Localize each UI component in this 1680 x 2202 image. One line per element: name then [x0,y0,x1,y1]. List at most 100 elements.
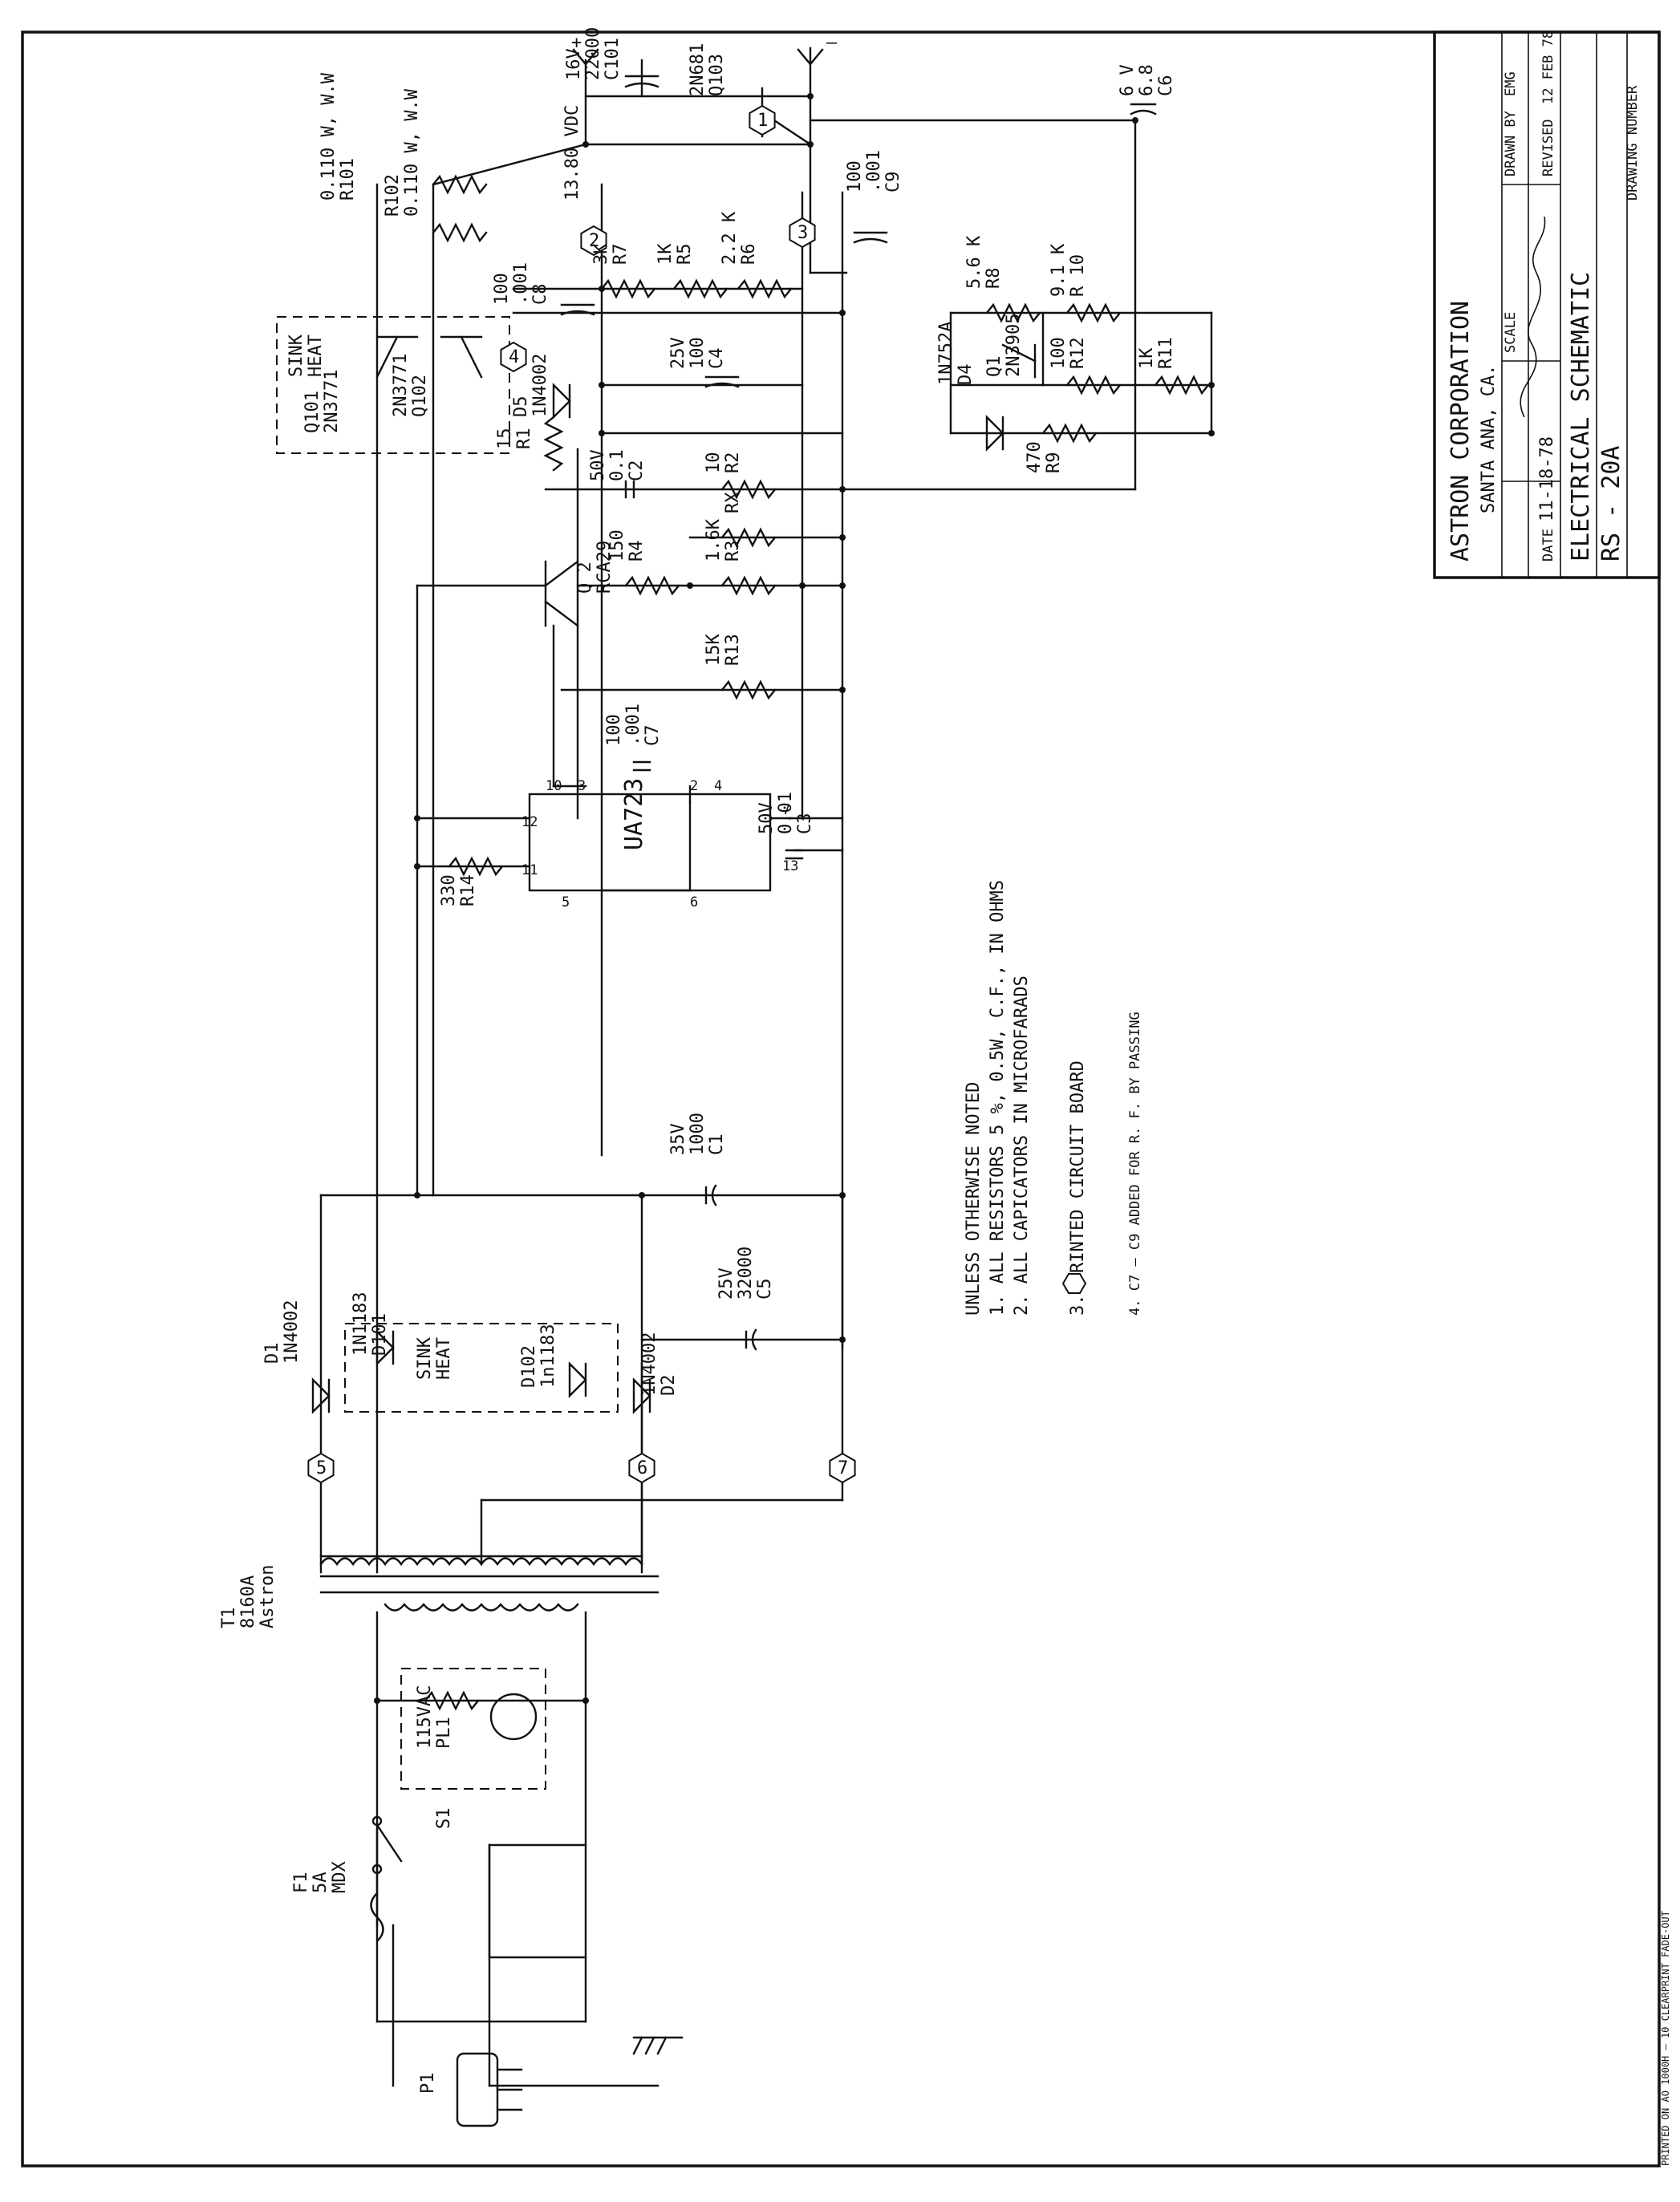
label-r102-line-1: R102 [383,174,403,217]
lamp-pl1 [489,1693,538,1741]
sheet-border [21,30,1661,2168]
label-c7-line-0: C7 [643,725,663,747]
resistor-r12 [1065,375,1122,395]
drawing-id: RS - 20A [1597,446,1625,562]
capacitor-c1 [704,1184,717,1206]
label-r1-line-0: R1 [514,428,534,450]
label-t1-line-2: T1 [219,1608,239,1629]
output-voltage: 13.80 VDC [562,105,582,201]
resistor-r5 [672,278,728,299]
junction-dots [374,93,1215,1704]
component-symbols [276,75,1210,2127]
revised-label: REVISED [1540,119,1556,176]
label-q1-line-0: 2N3905 [1004,314,1024,377]
label-r3-line-0: R3 [723,541,743,562]
label-r10: R 109.1 K [1049,243,1088,297]
label-r102-line-0: 0.110 W, W.W [402,88,422,217]
label-r6-line-0: R6 [739,244,759,266]
label-r6-line-1: 2.2 K [720,211,740,265]
label-pl1-line-1: 115VAC [415,1685,435,1749]
notes-header: UNLESS OTHERWISE NOTED [964,1082,984,1316]
label-c2-line-1: 0.1 [607,449,627,481]
resistor-r102 [432,222,488,243]
drawn-by-label: DRAWN BY [1503,111,1519,176]
label-c101-line-0: C101 [603,38,623,80]
node-hex-5 [307,1452,335,1484]
label-c1-line-2: 35V [668,1123,688,1155]
resistor-r11 [1154,375,1210,395]
resistor-r2 [720,479,777,500]
label-q101-line-0: 2N3771 [322,370,342,433]
label-c4-line-0: C4 [707,348,727,370]
diode-d1 [311,1377,331,1414]
label-r10-line-1: 9.1 K [1049,243,1069,297]
label-c8-line-1: .001 [511,262,531,305]
label-heatsink_a-line-1: SINK [286,334,306,377]
capacitor-c9 [853,231,888,244]
label-r2-line-0: R2 [723,452,743,474]
node-hex-2 [580,225,607,257]
scale-label: SCALE [1503,312,1519,353]
diode-d102 [568,1361,587,1398]
pin-p3: 3 [578,778,586,794]
resistor-r6 [737,278,793,299]
pin-p4: 4 [714,778,722,794]
node-label-5: 5 [316,1458,327,1478]
label-c5-line-1: 32000 [736,1247,756,1300]
transistor-q101 [375,335,419,379]
capacitor-c2 [624,480,635,499]
label-r5-line-0: R5 [675,244,695,266]
label-c5-line-0: C5 [755,1279,775,1300]
pin-p11: 11 [521,862,538,878]
label-c8-line-0: C8 [530,284,550,306]
label-c3-line-1: 0.01 [776,792,796,834]
note-3-hex-icon [1061,1273,1087,1294]
pin-p10: 10 [546,778,562,794]
label-r1-line-1: 15 [495,428,515,450]
label-r14-line-0: R14 [458,874,478,906]
diode-d4 [985,415,1004,452]
label-p1-line-0: P1 [418,2073,438,2095]
label-f1-line-0: MDX [330,1861,350,1893]
label-d4-line-1: 1N752A [936,322,956,385]
label-r9-line-0: R9 [1044,452,1064,474]
label-s1-line-0: S1 [434,1808,454,1830]
label-f1-line-1: 5A [310,1872,331,1894]
label-r9-line-1: 470 [1025,441,1045,473]
drawn-by-value: EMG [1503,71,1519,96]
label-d101-line-0: D101 [370,1313,390,1356]
label-c2-line-0: C2 [627,460,647,482]
pin-p13: 13 [782,858,798,874]
label-c9-line-1: .001 [864,150,884,193]
capacitor-c5 [745,1328,757,1351]
label-r8: R85.6 K [964,235,1004,289]
plug-p1 [456,2052,499,2127]
label-r7-line-1: 3K [591,243,611,265]
node-hex-4 [500,341,527,373]
pin-p7: 7 [782,802,790,818]
label-t1-line-1: 8160A [238,1575,258,1628]
transistor-q2 [544,560,579,627]
label-d5-line-1: D5 [511,396,531,418]
output-plus: + [571,33,582,53]
label-q102-line-0: Q102 [410,375,430,417]
capacitor-c4 [704,375,740,388]
label-c3-line-2: 50V [757,802,777,834]
label-q1-line-1: Q1 [984,356,1004,378]
